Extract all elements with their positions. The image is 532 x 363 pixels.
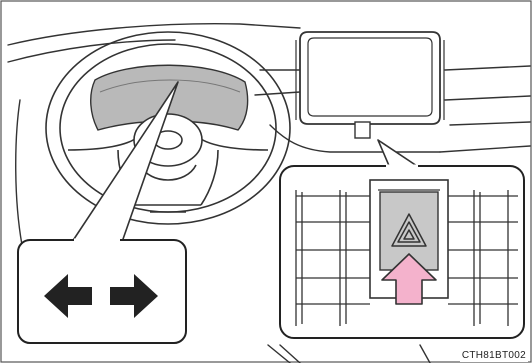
turn-signal-callout (18, 240, 186, 343)
center-display (296, 32, 444, 124)
reference-code: CTH81BT002 (460, 350, 528, 362)
hazard-switch-small (355, 122, 370, 138)
